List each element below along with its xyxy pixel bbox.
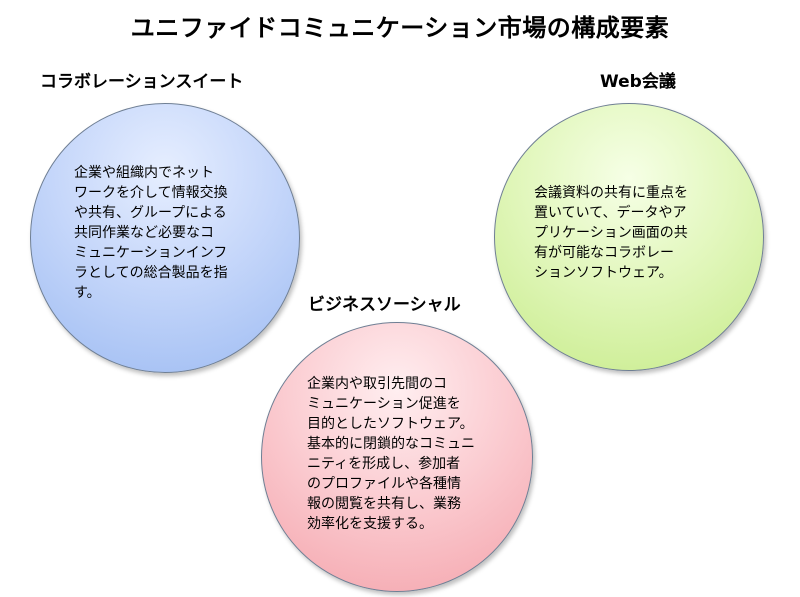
description-line: プリケーション画面の共 — [534, 225, 688, 241]
description-line: ニティを形成し、参加者 — [307, 456, 461, 472]
business-social-description: 企業内や取引先間のコ ミュニケーション促進を 目的としたソフトウェア。 基本的に… — [307, 374, 475, 534]
description-line: 報の閲覧を共有し、業務 — [307, 496, 461, 512]
description-line: 置いていて、データやア — [534, 205, 687, 221]
description-line: ミュニケーション促進を — [307, 396, 461, 412]
description-line: 企業内や取引先間のコ — [307, 376, 447, 392]
web-conference-description: 会議資料の共有に重点を 置いていて、データやア プリケーション画面の共 有が可能… — [534, 183, 688, 283]
description-line: 効率化を支援する。 — [307, 516, 433, 532]
web-conference-circle — [494, 103, 764, 371]
description-line: や共有、グループによる — [74, 205, 227, 221]
collaboration-suite-heading: コラボレーションスイート — [40, 72, 244, 92]
business-social-heading: ビジネスソーシャル — [308, 295, 461, 315]
description-line: ミュニケーションインフ — [74, 245, 228, 261]
description-line: 目的としたソフトウェア。 — [307, 416, 474, 432]
description-line: 企業や組織内でネット — [74, 165, 214, 181]
description-line: す。 — [74, 285, 101, 301]
description-line: 有が可能なコラボレー — [534, 245, 674, 261]
description-line: ワークを介して情報交換 — [74, 185, 228, 201]
description-line: 基本的に閉鎖的なコミュニ — [307, 436, 475, 452]
description-line: ションソフトウェア。 — [534, 265, 673, 281]
collaboration-suite-circle — [30, 103, 300, 373]
description-line: 共同作業など必要なコ — [74, 225, 214, 241]
business-social-circle — [261, 322, 533, 592]
collaboration-suite-description: 企業や組織内でネット ワークを介して情報交換 や共有、グループによる 共同作業な… — [74, 163, 228, 303]
description-line: 会議資料の共有に重点を — [534, 185, 688, 201]
diagram-title: ユニファイドコミュニケーション市場の構成要素 — [130, 14, 670, 42]
web-conference-heading: Web会議 — [600, 72, 676, 92]
description-line: ラとしての総合製品を指 — [74, 265, 228, 281]
description-line: のプロファイルや各種情 — [307, 476, 461, 492]
